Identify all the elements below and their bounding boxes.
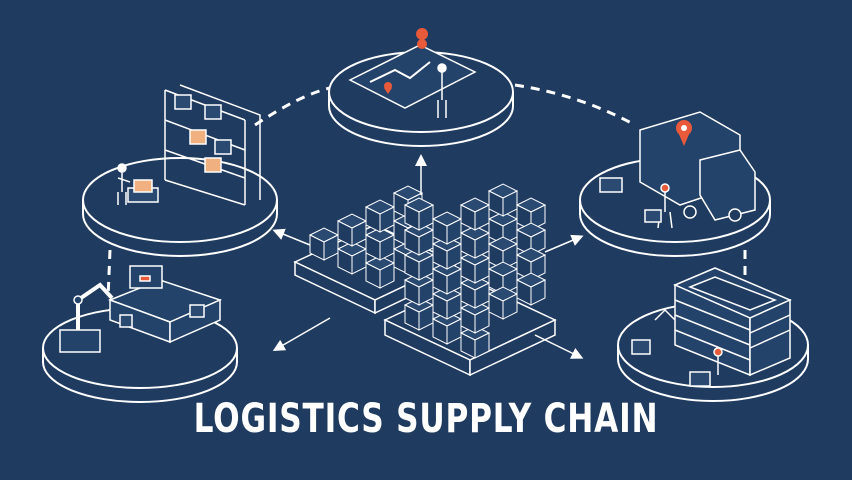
- distribution-center-station: [617, 267, 809, 402]
- pallet-jack-worker: [117, 163, 159, 205]
- central-pallet-stacks: [293, 183, 557, 377]
- building-icon: [673, 267, 792, 377]
- robotic-arm-conveyor-station: [42, 265, 238, 403]
- diagram-title: LOGISTICS SUPPLY CHAIN: [193, 396, 659, 442]
- direction-arrows: [272, 154, 584, 359]
- conveyor-belt: [107, 265, 223, 344]
- truck-icon: [639, 111, 756, 222]
- route-tracking-station: [328, 28, 514, 147]
- delivery-truck-station: [579, 111, 771, 257]
- warehouse-shelving-station: [82, 84, 278, 257]
- robot-arm-icon: [59, 282, 114, 353]
- map-pin-icon: [676, 120, 692, 146]
- shelf-icon: [164, 84, 261, 206]
- map-pin-icon: [384, 28, 429, 94]
